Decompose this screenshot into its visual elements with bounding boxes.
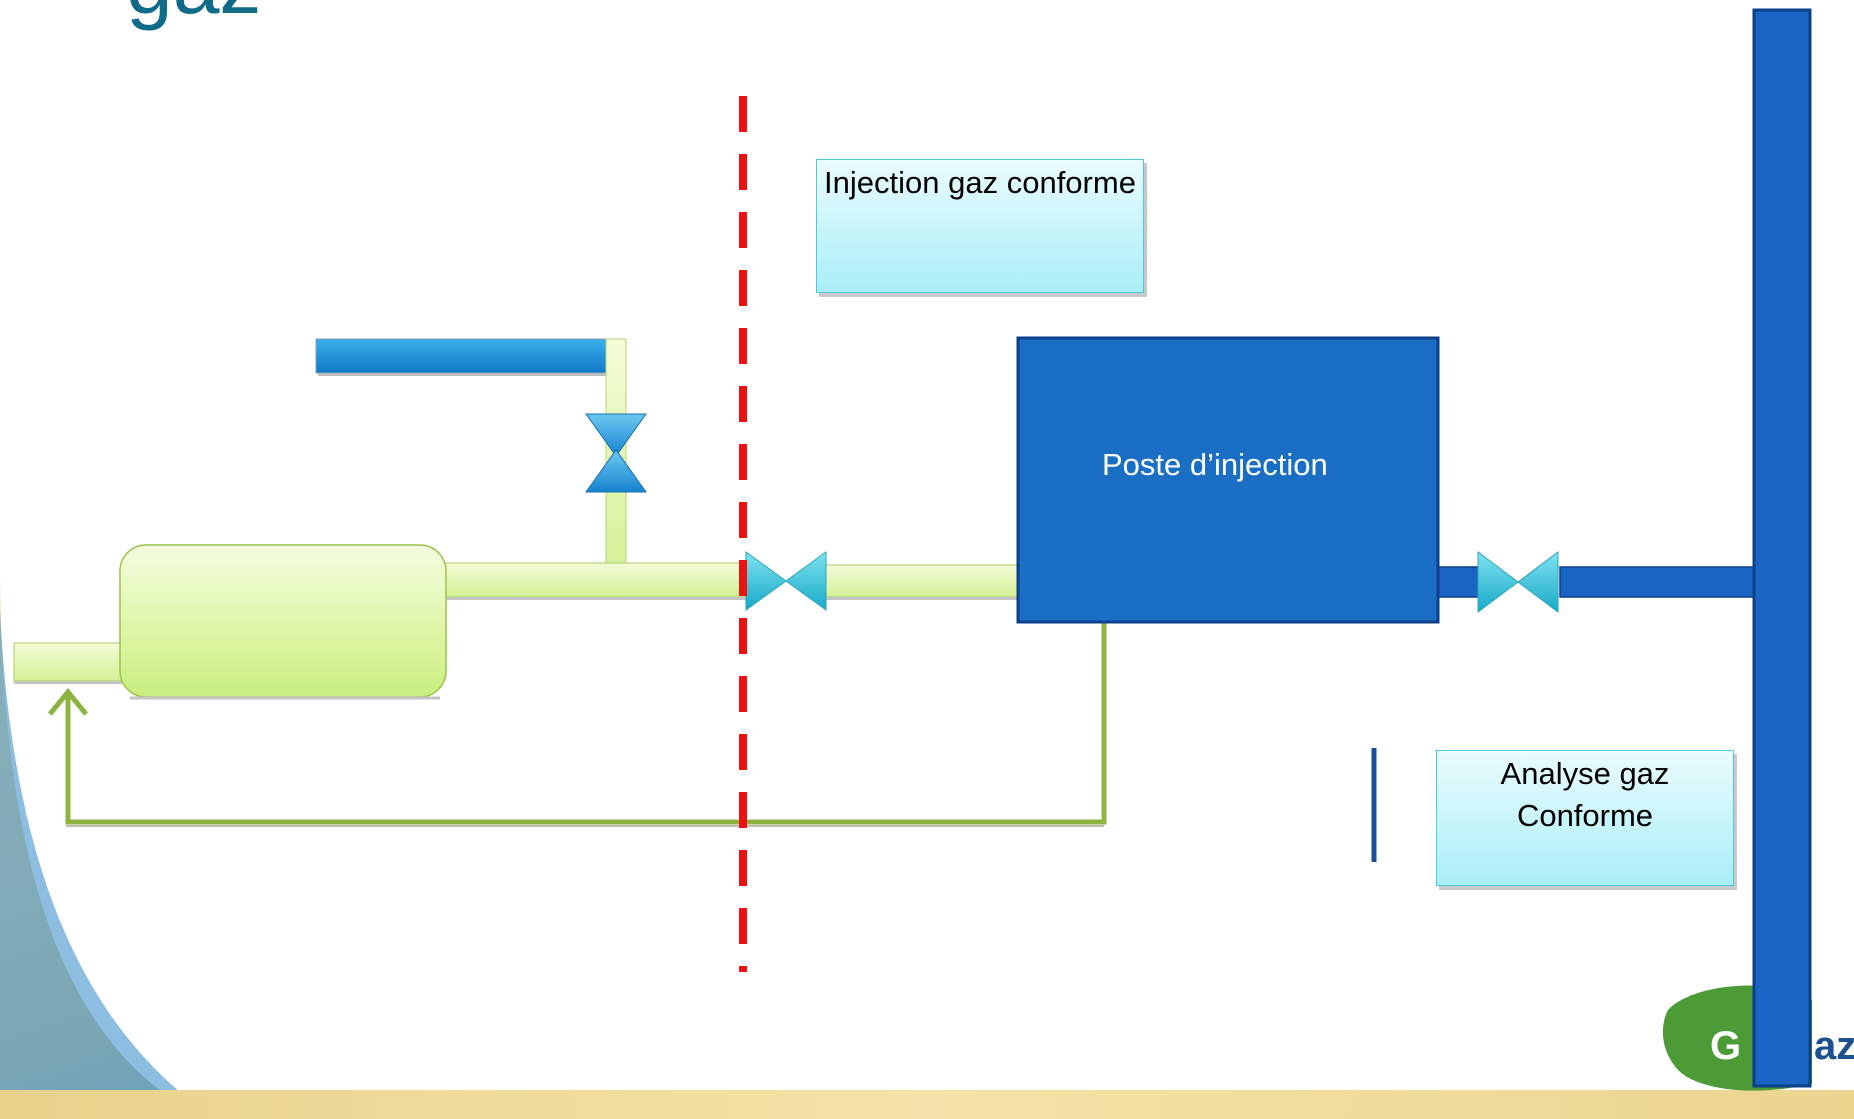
main-green-pipe-right (823, 564, 1021, 598)
network-main-pipe (1752, 8, 1812, 1088)
blue-outlet-pipe-left (1435, 566, 1481, 598)
poste-injection-label: Poste d’injection (1102, 447, 1328, 482)
valve-icon (1477, 551, 1559, 613)
logo-text-left: G (1710, 1024, 1742, 1068)
logo-text-right: az (1814, 1024, 1854, 1068)
injection-gaz-conforme-box: Injection gaz conforme (816, 159, 1144, 293)
arrow-up-icon (48, 688, 88, 716)
page-title: gaz (126, 0, 261, 26)
valve-icon (745, 551, 827, 611)
tank (119, 544, 447, 698)
blue-outlet-pipe-right (1559, 566, 1757, 598)
return-line (65, 622, 1107, 825)
analyse-box-label: Analyse gaz Conforme (1500, 756, 1670, 833)
main-green-pipe-left (439, 562, 753, 598)
blue-supply-pipe (315, 338, 617, 374)
injection-box-label: Injection gaz conforme (824, 165, 1136, 200)
valve-icon (585, 413, 647, 493)
poste-injection-box (1016, 336, 1440, 624)
tank-outlet-pipe (13, 642, 125, 682)
background-decoration (0, 560, 1854, 1119)
analyse-gaz-conforme-box: Analyse gaz Conforme (1436, 750, 1734, 886)
